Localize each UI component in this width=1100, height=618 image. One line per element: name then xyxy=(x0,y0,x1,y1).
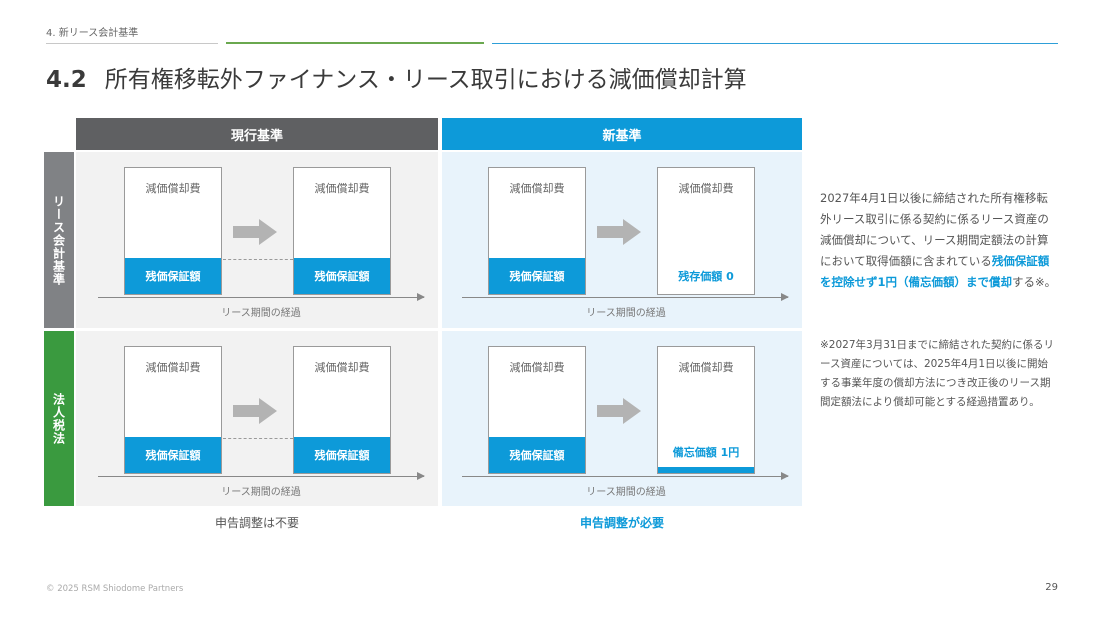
timeline-axis xyxy=(462,293,789,301)
residual-guarantee-block: 残価保証額 xyxy=(294,258,390,294)
side-text-highlight: 残価保証額を控除せず1円（備忘価額）まで償却 xyxy=(820,254,1050,289)
current-adjustment-note: 申告調整は不要 xyxy=(214,516,299,530)
residual-dashed-line xyxy=(223,438,293,439)
depreciation-label: 減価償却費 xyxy=(145,182,201,195)
residual-guarantee-block: 残価保証額 xyxy=(294,437,390,473)
depreciation-label: 減価償却費 xyxy=(509,182,565,195)
side-explanation: 2027年4月1日以後に締結された所有権移転外リース取引に係る契約に係るリース資… xyxy=(820,188,1058,293)
title-number: 4.2 xyxy=(46,67,87,93)
depreciation-label: 減価償却費 xyxy=(145,361,201,374)
depreciation-bar-start: 減価償却費 残価保証額 xyxy=(124,167,222,295)
side-text-after: する※。 xyxy=(1012,275,1057,289)
row-header-corporate-tax: 法人税法 xyxy=(44,331,74,506)
depreciation-label: 減価償却費 xyxy=(678,182,734,195)
new-adjustment-note: 申告調整が必要 xyxy=(579,516,664,530)
residual-guarantee-block: 残価保証額 xyxy=(125,437,221,473)
residual-guarantee-block: 残価保証額 xyxy=(489,437,585,473)
residual-guarantee-block: 残価保証額 xyxy=(125,258,221,294)
residual-dashed-line xyxy=(223,259,293,260)
depreciation-bar-end: 減価償却費 残価保証額 xyxy=(293,346,391,474)
header-divider-grey xyxy=(46,43,218,44)
header-divider-blue xyxy=(492,43,1058,44)
depreciation-label: 減価償却費 xyxy=(314,182,370,195)
panel-lease-current: 減価償却費 残価保証額 減価償却費 残価保証額 リース期間の経過 xyxy=(76,152,438,328)
timeline-axis-label: リース期間の経過 xyxy=(221,308,301,319)
depreciation-bar-end: 減価償却費 残価保証額 xyxy=(293,167,391,295)
depreciation-bar-end: 減価償却費 残存価額 0 xyxy=(657,167,755,295)
depreciation-bar-start: 減価償却費 残価保証額 xyxy=(488,167,586,295)
side-text-before: 2027年4月1日以後に締結された所有権移転外リース取引に係る契約に係るリース資… xyxy=(820,191,1049,268)
arrow-right-icon xyxy=(597,398,641,424)
timeline-axis-label: リース期間の経過 xyxy=(221,487,301,498)
arrow-right-icon xyxy=(597,219,641,245)
column-header-current: 現行基準 xyxy=(76,118,438,150)
panel-tax-new: 減価償却費 残価保証額 減価償却費 備忘価額 1円 リース期間の経過 xyxy=(442,331,802,506)
panel-tax-current: 減価償却費 残価保証額 減価償却費 残価保証額 リース期間の経過 xyxy=(76,331,438,506)
copyright: © 2025 RSM Shiodome Partners xyxy=(46,584,184,594)
timeline-axis xyxy=(98,293,425,301)
timeline-axis xyxy=(462,472,789,480)
column-header-new: 新基準 xyxy=(442,118,802,150)
title-text: 所有権移転外ファイナンス・リース取引における減価償却計算 xyxy=(104,67,747,93)
depreciation-label: 減価償却費 xyxy=(678,361,734,374)
timeline-axis xyxy=(98,472,425,480)
depreciation-label: 減価償却費 xyxy=(509,361,565,374)
panel-lease-new: 減価償却費 残価保証額 減価償却費 残存価額 0 リース期間の経過 xyxy=(442,152,802,328)
residual-value-zero-label: 残存価額 0 xyxy=(678,270,734,283)
arrow-right-icon xyxy=(233,219,277,245)
memo-value-label: 備忘価額 1円 xyxy=(658,437,754,473)
residual-guarantee-block: 残価保証額 xyxy=(489,258,585,294)
timeline-axis-label: リース期間の経過 xyxy=(586,487,666,498)
page-number: 29 xyxy=(1045,582,1058,593)
side-footnote: ※2027年3月31日までに締結された契約に係るリース資産については、2025年… xyxy=(820,339,1055,408)
breadcrumb: 4. 新リース会計基準 xyxy=(46,28,139,39)
depreciation-bar-start: 減価償却費 残価保証額 xyxy=(124,346,222,474)
depreciation-bar-end: 減価償却費 備忘価額 1円 xyxy=(657,346,755,474)
timeline-axis-label: リース期間の経過 xyxy=(586,308,666,319)
header-divider-green xyxy=(226,42,484,44)
depreciation-bar-start: 減価償却費 残価保証額 xyxy=(488,346,586,474)
depreciation-label: 減価償却費 xyxy=(314,361,370,374)
row-header-lease-standard: リース会計基準 xyxy=(44,152,74,328)
page-title: 4.2 所有権移転外ファイナンス・リース取引における減価償却計算 xyxy=(46,60,747,94)
arrow-right-icon xyxy=(233,398,277,424)
